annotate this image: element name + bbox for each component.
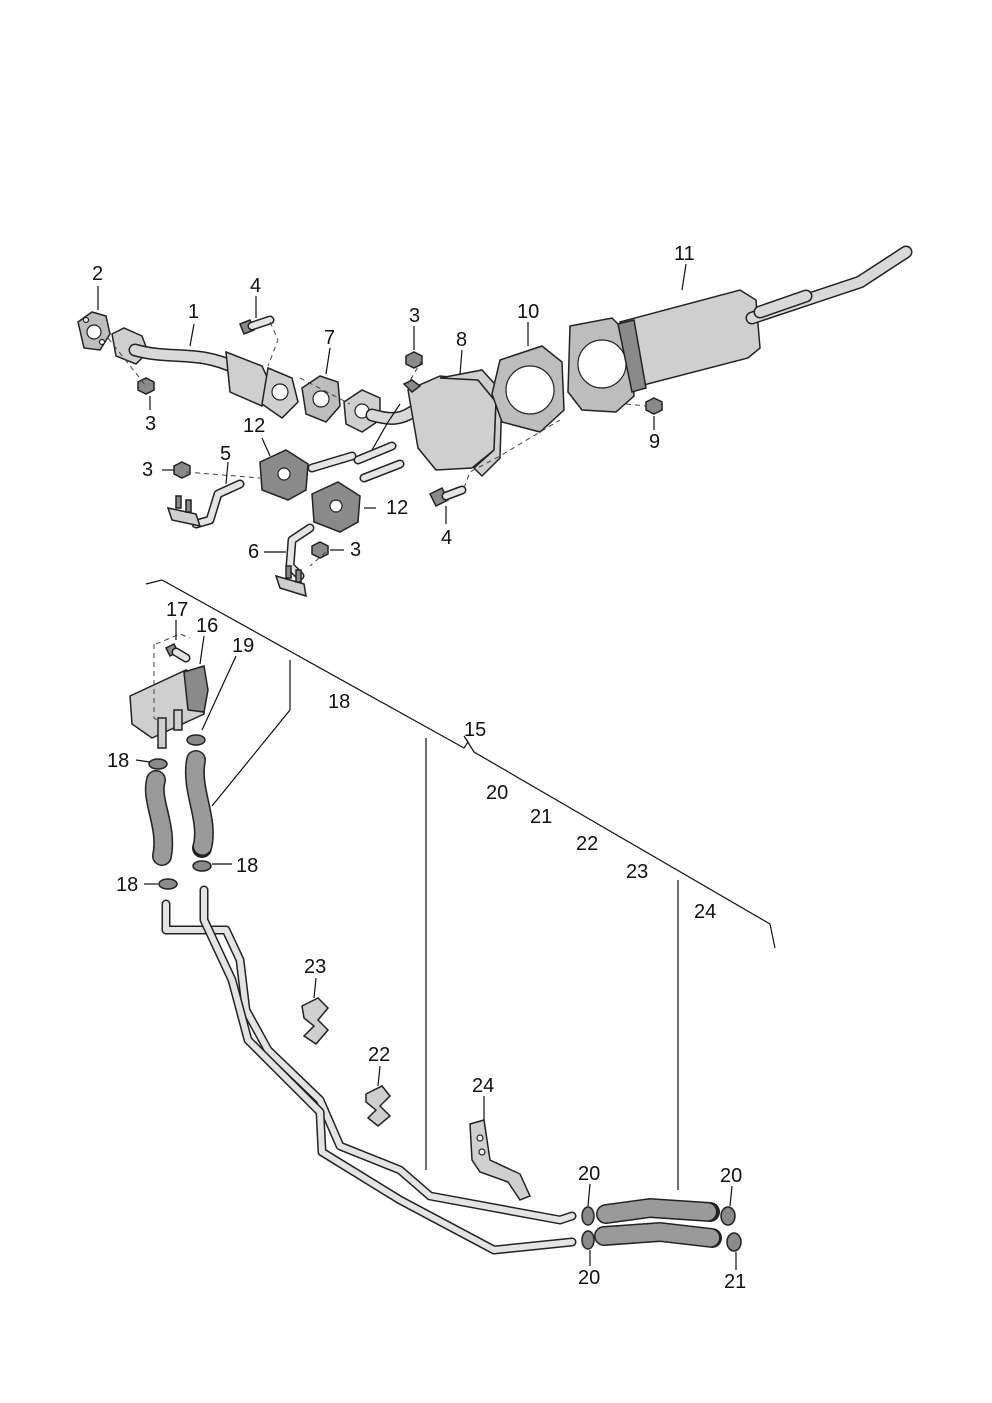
label-part-8: 8 <box>456 329 467 351</box>
group-line-18 <box>211 709 291 807</box>
leader-line <box>377 1065 381 1087</box>
assembly-line <box>185 471 261 479</box>
clamp-part-20-b <box>581 1230 595 1250</box>
leader-line <box>587 1183 591 1207</box>
catalytic-converter-part-8 <box>343 369 503 478</box>
label-part-4: 4 <box>441 527 452 549</box>
assembly-line <box>625 403 647 407</box>
nut-part-9 <box>645 397 663 415</box>
leader-line <box>459 349 463 375</box>
label-part-23: 23 <box>304 956 326 978</box>
assembly-line <box>407 359 423 385</box>
label-part-18: 18 <box>116 874 138 896</box>
assembly-line <box>155 633 191 645</box>
label-part-15: 15 <box>464 719 486 741</box>
label-part-10: 10 <box>517 301 539 323</box>
label-part-3: 3 <box>145 413 156 435</box>
assembly-line <box>107 337 147 387</box>
nut-part-3-d <box>311 541 329 559</box>
label-part-12: 12 <box>386 497 408 519</box>
label-part-3: 3 <box>350 539 361 561</box>
label-part-19: 19 <box>232 635 254 657</box>
leader-line <box>199 635 205 665</box>
label-part-24: 24 <box>472 1075 494 1097</box>
leader-line <box>325 347 331 375</box>
pressure-sensor-part-16 <box>129 665 209 749</box>
leader-line <box>729 1185 733 1207</box>
label-part-11: 11 <box>674 243 695 265</box>
label-part-22: 22 <box>576 833 598 855</box>
label-part-22: 22 <box>368 1044 390 1066</box>
label-part-3: 3 <box>142 459 153 481</box>
label-part-12: 12 <box>243 415 265 437</box>
label-part-20: 20 <box>578 1267 600 1289</box>
label-part-20: 20 <box>578 1163 600 1185</box>
assembly-line <box>267 321 279 367</box>
clip-part-22 <box>365 1085 392 1127</box>
leader-line <box>261 437 271 457</box>
hose-segment-upper <box>597 1199 719 1223</box>
clamp-part-20-a <box>581 1206 595 1226</box>
label-part-5: 5 <box>220 443 231 465</box>
pressure-line-upper <box>163 901 575 1223</box>
rubber-mount-part-12-upper <box>259 449 309 501</box>
label-part-18: 18 <box>236 855 258 877</box>
gasket-part-7 <box>301 375 341 423</box>
clamp-part-18-a <box>148 758 168 770</box>
leader-line <box>313 977 317 999</box>
hose-left <box>146 771 172 865</box>
clamp-part-18-c <box>158 878 178 890</box>
assembly-line <box>153 644 161 723</box>
gasket-part-2 <box>77 311 111 351</box>
label-part-9: 9 <box>649 431 660 453</box>
label-part-6: 6 <box>248 541 259 563</box>
clamp-part-21 <box>726 1232 742 1252</box>
clamp-part-19 <box>186 734 206 746</box>
label-part-3: 3 <box>409 305 420 327</box>
rubber-mount-part-12-lower <box>311 481 361 533</box>
label-part-24: 24 <box>694 901 716 923</box>
clamp-part-18-b <box>192 860 212 872</box>
label-part-20: 20 <box>486 782 508 804</box>
leader-line <box>201 655 237 731</box>
hose-right <box>186 751 213 857</box>
bolt-part-4-a <box>239 315 275 335</box>
label-part-17: 17 <box>166 599 188 621</box>
label-part-16: 16 <box>196 615 218 637</box>
leader-line <box>189 323 195 347</box>
assembly-line <box>299 377 351 405</box>
hose-segment-lower <box>595 1223 721 1247</box>
nut-part-3-a <box>137 377 155 395</box>
label-part-20: 20 <box>720 1165 742 1187</box>
silencer-part-11 <box>567 245 913 413</box>
pressure-line-lower <box>201 887 575 1253</box>
leader-line <box>225 461 229 485</box>
label-part-2: 2 <box>92 263 103 285</box>
gasket-part-10 <box>491 345 565 433</box>
bolt-part-4-b <box>428 485 467 508</box>
leader-line <box>135 759 151 763</box>
mount-studs <box>307 451 405 483</box>
label-part-21: 21 <box>530 806 552 828</box>
clamp-part-20-c <box>720 1206 736 1226</box>
label-part-18: 18 <box>107 750 129 772</box>
group-bracket-line <box>145 579 776 949</box>
nut-part-3-b <box>405 351 423 369</box>
bracket-part-24 <box>469 1119 532 1201</box>
label-part-1: 1 <box>188 301 199 323</box>
clip-part-23 <box>301 997 330 1045</box>
bolt-part-17 <box>164 642 191 663</box>
leader-line <box>681 263 687 291</box>
label-part-7: 7 <box>324 327 335 349</box>
label-part-4: 4 <box>250 275 261 297</box>
front-pipe-part-1 <box>111 327 299 419</box>
label-part-23: 23 <box>626 861 648 883</box>
nut-part-3-c <box>173 461 191 479</box>
assembly-line <box>309 551 327 567</box>
label-part-21: 21 <box>724 1271 746 1293</box>
label-part-18: 18 <box>328 691 350 713</box>
bracket-part-5 <box>166 479 245 529</box>
bracket-part-6 <box>274 523 315 598</box>
